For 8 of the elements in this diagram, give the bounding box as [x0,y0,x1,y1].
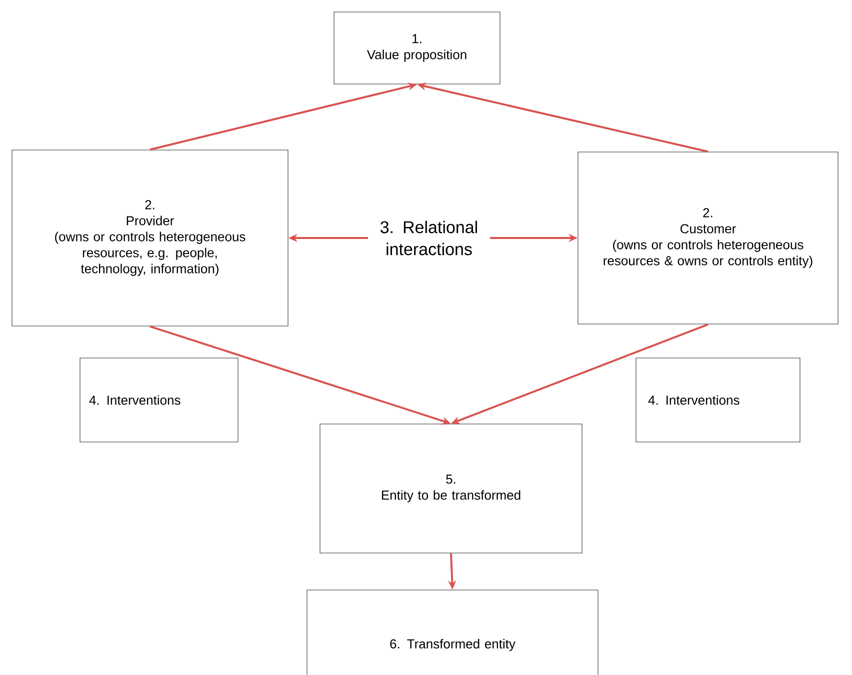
text-box: 1. Value proposition [334,12,500,84]
edge-label: 3. Relational interactions [380,220,477,256]
text-box: 4. Interventions [636,358,800,442]
text-box: 2. Provider (owns or controls heterogeneous resources, e.g. people, technology, information) [12,150,288,326]
text-box: 4. Interventions [80,358,238,442]
text-box: 2. Customer (owns or controls heterogeneous resources & owns or controls entity) [578,152,838,324]
text-box: 5. Entity to be transformed [320,424,582,554]
text-box: 6. Transformed entity [306,590,598,675]
